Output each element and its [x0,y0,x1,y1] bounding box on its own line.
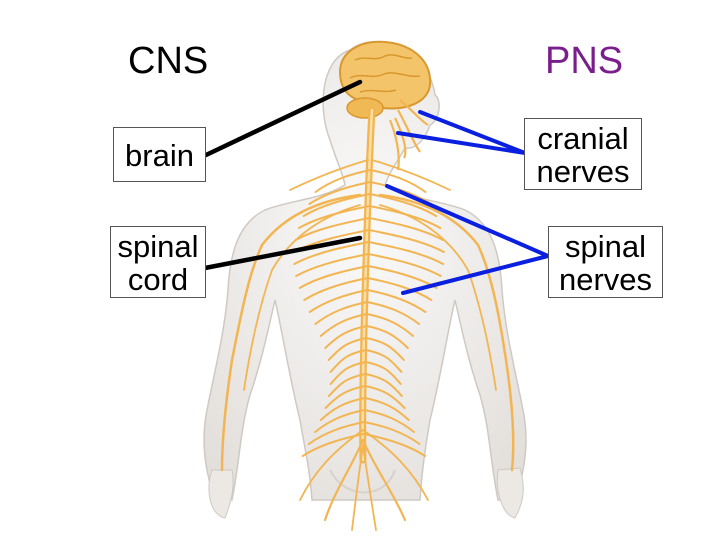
nerve-branch [366,289,427,313]
nerve-branch [364,385,406,409]
nerve-branch [295,253,370,277]
nerve-branch [319,397,366,421]
nerve-branch [367,253,442,277]
pns-heading: PNS [545,40,624,82]
spinal-cord-label-line-2: cord [127,262,189,297]
nerve-branch [351,444,364,531]
nerve-branch [364,361,402,385]
nerve-branch [323,438,365,522]
nerve-branch [378,193,515,472]
nerve-branch [329,361,367,385]
spinal-nerves-pointer-line-a [385,184,550,258]
nerve-branch [327,337,368,361]
nerve-branch [327,373,367,397]
spinal-cord-label-line-1: spinal [117,229,199,264]
nerve-branch [293,241,370,265]
nerve-branch [366,277,433,301]
cranial-nerves-pointer-line-b [396,131,527,155]
nerve-branch [299,429,364,501]
nerve-branch [289,159,369,191]
spinal-nerves-label: spinal nerves [548,226,663,298]
nerve-branch [365,337,405,361]
nerve-branch [301,433,365,457]
nerve-branch [319,313,368,337]
cranial-nerves-label-line-1: cranial [537,121,629,156]
cns-pointer-lines [202,79,363,271]
nerve-branch [365,349,403,373]
nerve-branch [307,421,366,445]
nerve-branch [303,277,369,301]
brain-pointer-line [203,79,363,158]
nerve-branch [366,301,421,325]
nerve-branch [379,204,497,391]
nerve-branch [365,325,409,349]
spinal-nerves-label-line-2: nerves [558,262,653,297]
nerve-branch [298,265,370,289]
nerve-branch [314,301,369,325]
nerve-branch [308,181,372,205]
cns-heading: CNS [128,40,209,82]
nerve-branch [302,193,371,217]
nerve-branch [364,373,403,397]
nerve-branch [367,241,445,265]
nerve-branch [368,229,445,253]
nerve-branch [294,217,371,241]
nerve-branch [362,444,377,531]
nerve-branch [363,421,421,445]
nerve-branch [365,313,415,337]
nerve-branch [324,325,368,349]
cranial-nerves-pointer-line-a [418,110,527,155]
nerve-branch [308,289,369,313]
pns-pointer-lines [385,110,550,295]
spinal-cord-label: spinal cord [110,226,206,298]
brain-label: brain [113,127,206,182]
nerve-branch [368,193,438,217]
spinal-cord-pointer-line [202,235,363,271]
nerve-branch [314,409,366,433]
nerve-branch [243,204,361,391]
cranial-nerves-label: cranial nerves [524,118,642,190]
spinal-nerves-label-line-1: spinal [565,229,646,264]
nerve-branch [368,217,444,241]
nerve-branch [220,193,362,472]
peripheral-nerves [220,159,515,531]
cranial-nerves-label-line-2: nerves [536,154,630,189]
nerve-branch [363,409,415,433]
spinal-nerves-pointer-line-b [401,254,550,295]
nerve-branch [371,159,451,191]
brain-illustration [338,40,432,119]
nerve-branch [362,429,429,501]
nerve-branch [369,169,427,193]
nerve-branch [363,397,410,421]
brain-label-line-1: brain [125,138,194,173]
nerve-branch [361,438,407,522]
nerve-branch [329,349,367,373]
nerve-branch [324,385,367,409]
nerve-branch [314,169,372,193]
